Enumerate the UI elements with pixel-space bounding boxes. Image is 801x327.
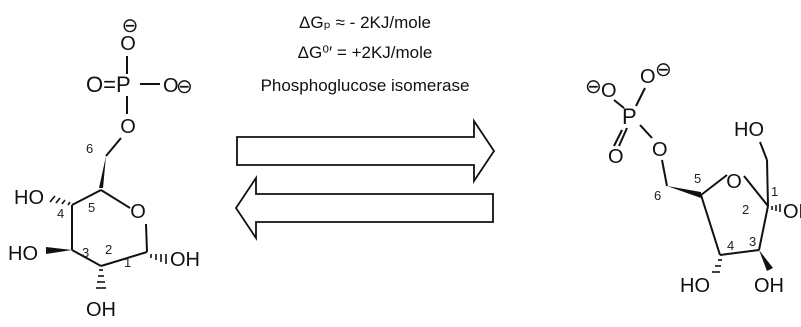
bond-c5-ring-o [100,189,131,209]
wedge-c3-oh [759,250,773,271]
carbon-2-number: 2 [105,242,112,257]
bond-p-o-top [635,87,646,107]
bond-c2-c1 [100,251,148,267]
bond-ring-o-c2 [743,175,769,207]
phosphate-charge-right: ⊖ [176,76,193,98]
carbon-5-number: 5 [88,200,95,215]
ring-oxygen: O [726,171,742,193]
bond-o-c6 [105,137,122,157]
hash-bond-c1-oh [150,254,167,264]
hydroxyl-c2: OH [783,201,801,223]
bond-c3-c2 [758,205,769,251]
wedge-c6-c5 [99,156,106,188]
bond-p-o-double-b [613,129,623,147]
bond-o-c6 [661,159,668,187]
bond-c3-c2 [71,249,102,267]
phosphate-oxygen-double: O [608,146,624,168]
bond-c5-ring-o [700,174,728,196]
phosphate-charge-left: ⊖ [585,76,602,98]
bond-c2-c1 [766,159,769,207]
hydroxyl-c2: OH [86,299,116,321]
phosphate-oxygen-top: O [640,66,656,88]
phosphorus-double-oxygen: O=P [86,72,131,97]
ring-oxygen: O [130,201,146,223]
bond-c5-c4 [71,189,102,206]
delta-g-std-label: ΔG⁰′ = +2KJ/mole [298,43,433,62]
phosphate-oxygen-left: O [601,80,617,102]
carbon-6-number: 6 [86,141,93,156]
phosphate-oxygen-right: O [163,75,179,97]
wedge-c6-c5 [667,186,701,198]
bond-p-o-link [639,124,653,139]
hydroxyl-c3: HO [8,243,38,265]
hash-bond-c2-oh [96,269,106,289]
wedge-c3-oh [46,247,72,254]
linking-oxygen: O [652,139,668,161]
carbon-4-number: 4 [57,206,64,221]
reverse-arrow [234,175,494,241]
carbon-5-number: 5 [694,171,701,186]
delta-g-p-label: ΔGₚ ≈ - 2KJ/mole [299,13,431,32]
fructose-6-phosphate: ⊖ O ⊖ O P O O 6 O 5 1 2 3 4 HO [585,59,801,297]
bond-p-o-double-a [618,127,628,147]
hydroxyl-c4: HO [14,187,44,209]
reaction-info: ΔGₚ ≈ - 2KJ/mole ΔG⁰′ = +2KJ/mole Phosph… [261,13,470,95]
carbon-2-number: 2 [742,202,749,217]
glucose-6-phosphate: ⊖ O O=P O ⊖ O 6 O 5 4 3 2 1 HO [8,15,200,321]
carbon-4-number: 4 [727,238,734,253]
phosphate-oxygen-top: O [120,33,136,55]
hydroxyl-c4: HO [680,275,710,297]
hash-bond-c4-oh [712,259,722,273]
carbon-3-number: 3 [82,245,89,260]
bond-p-o-left [613,99,625,109]
bond-ring-o-c1 [145,223,148,253]
linking-oxygen: O [120,116,136,138]
phosphate-charge-top: ⊖ [655,59,672,81]
bond-c5-c4 [700,194,721,256]
bond-c4-c3 [719,249,760,256]
carbon-1-number: 1 [124,255,131,270]
forward-arrow [236,118,496,184]
phosphorus-atom: P [622,104,637,129]
hash-bond-c2-oh [771,204,781,212]
bond-c1-oh [759,141,768,161]
hydroxyl-c3: OH [754,275,784,297]
hydroxyl-c1: HO [734,119,764,141]
carbon-6-number: 6 [654,188,661,203]
hydroxyl-c1: OH [170,249,200,271]
carbon-1-number: 1 [771,184,778,199]
carbon-3-number: 3 [749,234,756,249]
hash-bond-c4-oh [49,195,71,206]
enzyme-label: Phosphoglucose isomerase [261,76,470,95]
phosphate-charge-top: ⊖ [122,15,139,37]
